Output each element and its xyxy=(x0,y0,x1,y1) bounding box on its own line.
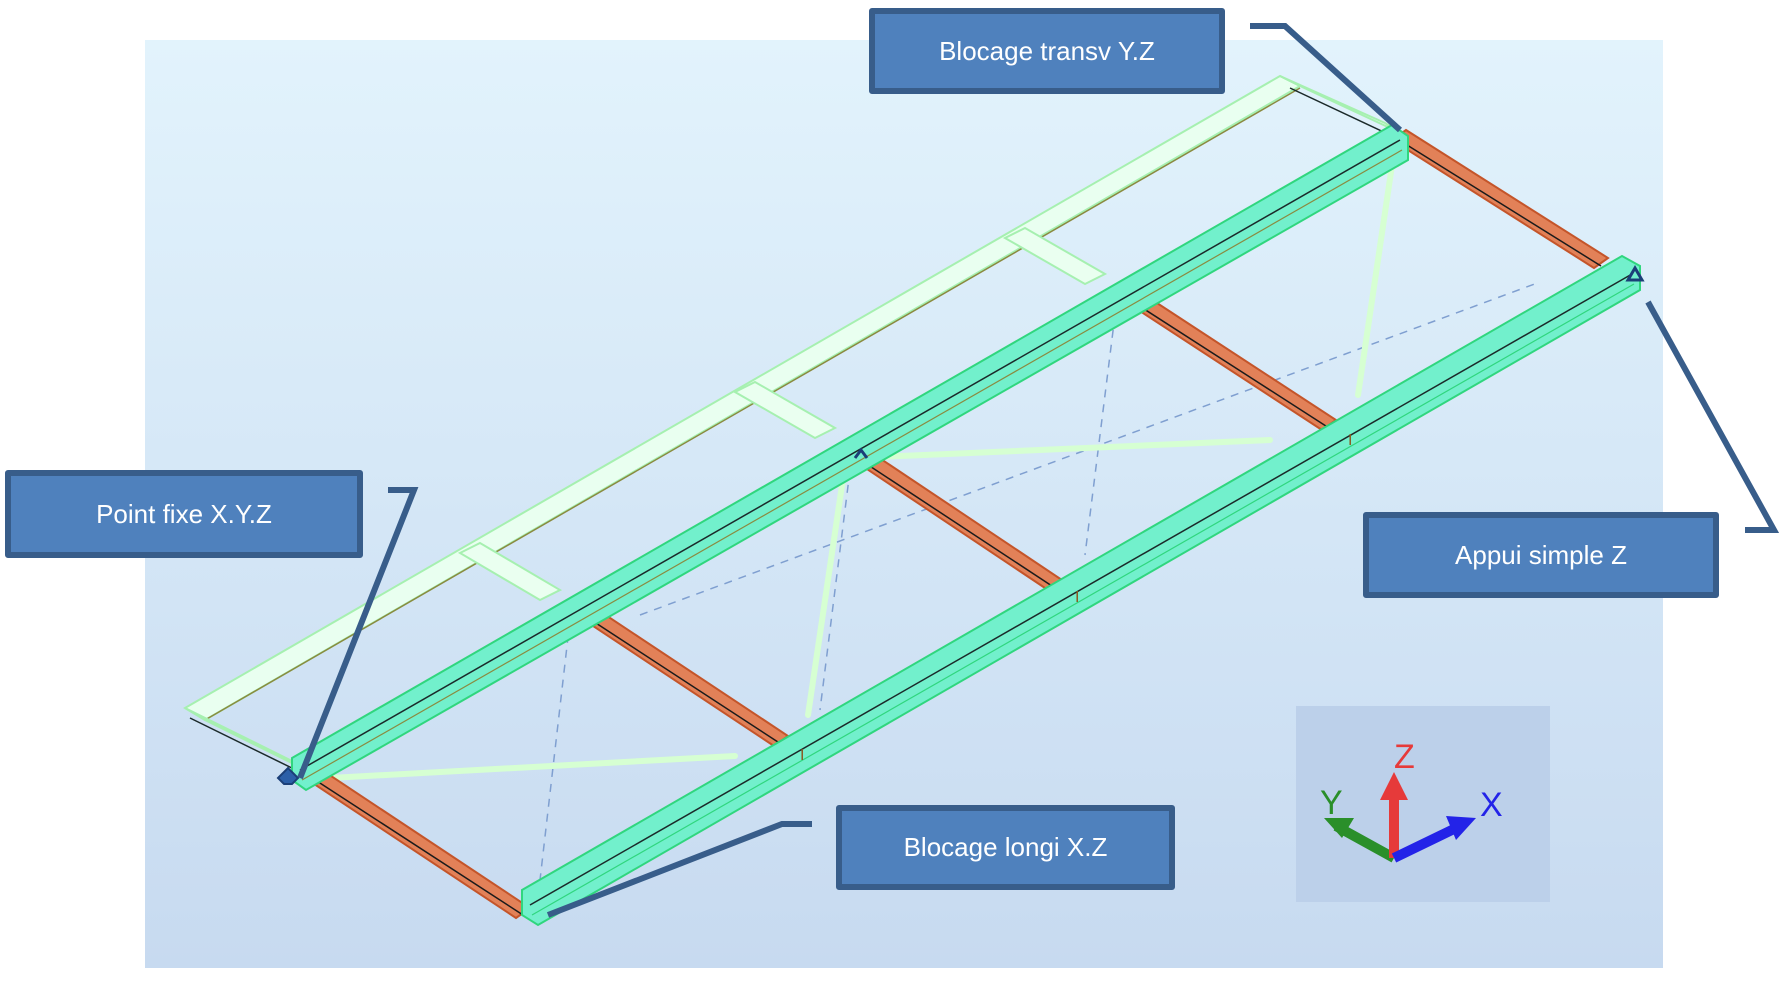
callout-blocage-longi: Blocage longi X.Z xyxy=(836,805,1175,890)
leader-top xyxy=(1250,23,1403,133)
leader-bottom xyxy=(546,821,812,918)
callout-appui-simple: Appui simple Z xyxy=(1363,512,1719,598)
axis-x-label: X xyxy=(1480,786,1503,824)
leader-left xyxy=(297,487,419,780)
support-simple-icon xyxy=(1625,265,1645,282)
leader-lines xyxy=(297,23,1780,918)
axis-triad-graphic: Y Z X xyxy=(1320,738,1503,863)
dashed-lines xyxy=(539,281,1541,881)
main-beams xyxy=(291,123,1641,927)
leader-right xyxy=(1645,300,1780,533)
secondary-strut-3 xyxy=(1002,226,1108,286)
axis-triad[interactable]: Y Z X xyxy=(1296,706,1550,902)
support-fixed-icon xyxy=(276,766,300,785)
supports: I I I xyxy=(276,265,1645,785)
axis-y-label: Y xyxy=(1320,784,1343,822)
main-beam-front xyxy=(521,254,1641,927)
cross-beam-2 xyxy=(570,600,790,748)
axis-x-icon xyxy=(1391,816,1476,863)
cross-beam-3 xyxy=(844,443,1064,592)
cross-beam-5 xyxy=(1390,128,1610,270)
axis-z-icon xyxy=(1380,772,1408,858)
i-section-marker: I xyxy=(1075,589,1079,606)
callout-blocage-transv: Blocage transv Y.Z xyxy=(869,8,1225,94)
callout-point-fixe: Point fixe X.Y.Z xyxy=(5,470,363,558)
secondary-end-right xyxy=(1279,75,1406,136)
i-section-marker: I xyxy=(800,747,804,764)
i-section-marker: I xyxy=(1348,432,1352,449)
axis-z-label: Z xyxy=(1394,738,1415,776)
bracing xyxy=(327,142,1398,781)
secondary-rail-back xyxy=(183,74,1303,722)
secondary-frame xyxy=(183,74,1406,773)
secondary-strut-2 xyxy=(732,380,838,440)
cross-beam-4 xyxy=(1118,286,1338,432)
cross-beam-1 xyxy=(294,760,532,920)
cross-beams xyxy=(294,128,1610,920)
secondary-strut-1 xyxy=(457,541,563,602)
axis-y-icon xyxy=(1324,818,1397,863)
support-transverse-icon xyxy=(853,447,869,459)
